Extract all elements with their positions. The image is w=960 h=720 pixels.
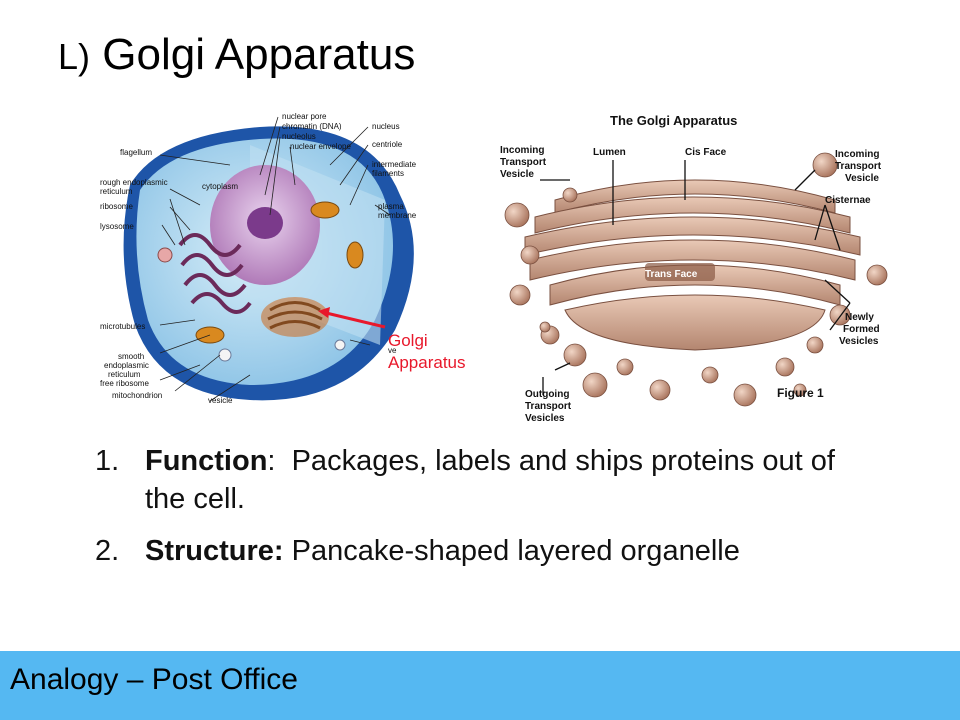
bullet-separator — [284, 535, 292, 567]
bullet-list: 1. Function: Packages, labels and ships … — [95, 442, 855, 584]
title-letter: L) — [58, 36, 91, 77]
label-nucleus: nucleus — [372, 122, 400, 131]
bullet-term: Structure: — [145, 535, 284, 567]
label-mitochondrion: mitochondrion — [112, 391, 162, 400]
label-flagellum: flagellum — [120, 148, 152, 157]
label-ribosome: ribosome — [100, 202, 133, 211]
label-nuclear-pore: nuclear pore — [282, 112, 327, 121]
bullet-structure: 2. Structure: Pancake-shaped layered org… — [95, 532, 855, 570]
animal-cell-diagram: nuclear pore chromatin (DNA) nucleolus n… — [100, 112, 417, 405]
label-centriole: centriole — [372, 140, 403, 149]
analogy-footer: Analogy – Post Office — [0, 651, 960, 720]
label-newly-1: Newly — [845, 312, 874, 323]
golgi-title: The Golgi Apparatus — [610, 113, 737, 128]
callout-arrow — [321, 310, 386, 329]
label-incoming-left-3: Vesicle — [500, 169, 534, 180]
slide-title: L) Golgi Apparatus — [58, 30, 415, 80]
bullet-text: Function: Packages, labels and ships pro… — [145, 442, 855, 518]
bullet-function: 1. Function: Packages, labels and ships … — [95, 442, 855, 518]
label-incoming-left-1: Incoming — [500, 145, 544, 156]
label-incoming-right-1: Incoming — [835, 149, 879, 160]
rough-er-shape — [178, 233, 252, 314]
label-newly-2: Formed — [843, 324, 880, 335]
bullet-separator: : — [267, 445, 292, 477]
bullet-description: Packages, labels and ships proteins out … — [145, 445, 835, 515]
bullet-number: 1. — [95, 445, 120, 477]
label-smooth-er-1: smooth — [118, 352, 144, 361]
cisternae-stack — [524, 179, 861, 351]
golgi-leader-lines — [540, 160, 851, 395]
label-cis-face: Cis Face — [685, 147, 727, 158]
mitochondrion-shape — [310, 201, 340, 219]
label-outgoing-3: Vesicles — [525, 413, 565, 424]
label-cytoplasm: cytoplasm — [202, 182, 238, 191]
golgi-callout: Golgi Apparatus — [388, 330, 466, 374]
label-lysosome: lysosome — [100, 222, 134, 231]
golgi-callout-line2: Apparatus — [388, 353, 466, 372]
title-text: Golgi Apparatus — [102, 30, 416, 79]
label-newly-3: Vesicles — [839, 336, 879, 347]
label-plasma-1: plasma — [378, 202, 404, 211]
label-trans-face: Trans Face — [645, 269, 698, 280]
label-incoming-right-3: Vesicle — [845, 173, 879, 184]
label-incoming-right-2: Transport — [835, 161, 882, 172]
label-cut-off: ve — [388, 346, 397, 355]
golgi-callout-line1: Golgi — [388, 331, 428, 350]
label-smooth-er-2: endoplasmic — [104, 361, 149, 370]
label-nucleolus: nucleolus — [282, 132, 316, 141]
label-outgoing-2: Transport — [525, 401, 572, 412]
label-intermediate-2: filaments — [372, 169, 404, 178]
analogy-text: Analogy – Post Office — [10, 663, 298, 696]
label-figure: Figure 1 — [777, 386, 824, 400]
label-plasma-2: membrane — [378, 211, 417, 220]
golgi-apparatus-diagram: The Golgi Apparatus Trans Face Incoming … — [500, 113, 888, 424]
label-vesicle: vesicle — [208, 396, 233, 405]
label-incoming-left-2: Transport — [500, 157, 547, 168]
leader-lines — [159, 116, 391, 402]
label-free-ribosome: free ribosome — [100, 379, 149, 388]
label-nuclear-envelope: nuclear envelope — [290, 142, 351, 151]
label-intermediate-1: intermediate — [372, 160, 417, 169]
label-smooth-er-3: reticulum — [108, 370, 141, 379]
bullet-number: 2. — [95, 535, 120, 567]
bullet-text: Structure: Pancake-shaped layered organe… — [145, 532, 740, 570]
label-rough-er-2: reticulum — [100, 187, 133, 196]
bullet-description: Pancake-shaped layered organelle — [291, 535, 740, 567]
label-cisternae: Cisternae — [825, 195, 871, 206]
label-chromatin: chromatin (DNA) — [282, 122, 342, 131]
bullet-term: Function — [145, 445, 268, 477]
nucleolus-shape — [247, 207, 283, 239]
label-microtubules: microtubules — [100, 322, 145, 331]
vesicles — [504, 152, 888, 407]
label-rough-er-1: rough endoplasmic — [100, 178, 168, 187]
label-lumen: Lumen — [593, 147, 626, 158]
label-outgoing-1: Outgoing — [525, 389, 569, 400]
